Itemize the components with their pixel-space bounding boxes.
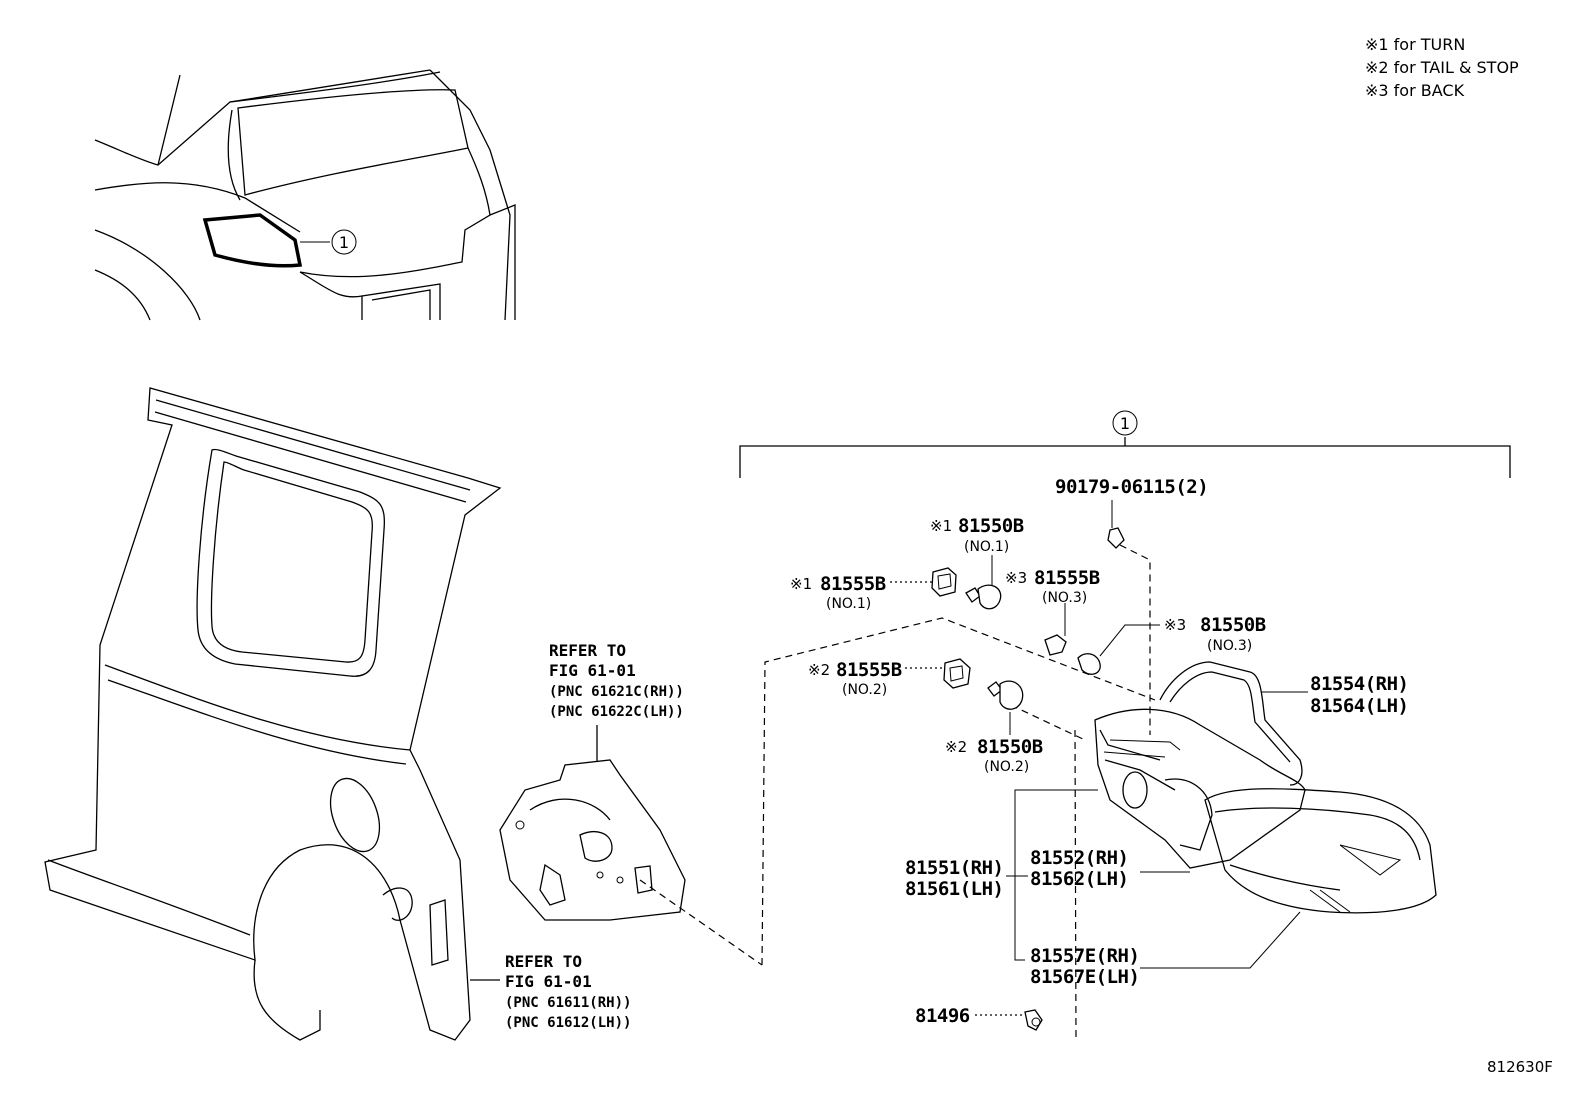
assembly-callout-number: 1 [1120, 414, 1130, 433]
bulb3-mark: ※3 [1164, 616, 1186, 634]
note-turn: ※1 for TURN [1365, 35, 1465, 54]
socket2-mark: ※2 [808, 661, 830, 679]
label-90179-06115: 90179-06115(2) [1055, 476, 1208, 498]
label-81551-rh: 81551(RH) [905, 857, 1003, 879]
bulb2-sub: (NO.2) [984, 759, 1029, 775]
label-81550B-no2: 81550B [977, 736, 1043, 758]
socket-no3-icon [1044, 634, 1067, 656]
bulb1-mark: ※1 [930, 517, 952, 535]
bulb2-mark: ※2 [945, 738, 967, 756]
ref-upper-line2: FIG 61-01 [549, 661, 636, 680]
assembly-bracket: 1 [739, 410, 1511, 478]
ref-upper-line3: (PNC 61621C(RH)) [549, 684, 684, 700]
label-81562-lh: 81562(LH) [1030, 868, 1128, 890]
ref-lower-line4: (PNC 61612(LH)) [505, 1015, 631, 1031]
bulb3-sub: (NO.3) [1207, 638, 1252, 654]
label-81557E-rh: 81557E(RH) [1030, 945, 1139, 967]
note-back: ※3 for BACK [1365, 81, 1465, 100]
label-81555B-no1: 81555B [820, 573, 886, 595]
callout-number: 1 [339, 233, 349, 252]
ref-lower-line2: FIG 61-01 [505, 972, 592, 991]
bulb-no1-icon [965, 584, 1002, 610]
label-81550B-no1: 81550B [958, 515, 1024, 537]
label-81550B-no3: 81550B [1200, 614, 1266, 636]
label-81552-rh: 81552(RH) [1030, 847, 1128, 869]
tail-lamp-location-outline [202, 213, 303, 268]
label-81567E-lh: 81567E(LH) [1030, 966, 1139, 988]
note-tail-stop: ※2 for TAIL & STOP [1365, 58, 1519, 77]
label-81554-rh: 81554(RH) [1310, 673, 1408, 695]
bulb-no3-icon [1077, 653, 1101, 675]
socket-no1-icon [931, 567, 957, 597]
tail-lamp-assembly-illustration [1094, 661, 1437, 914]
label-81555B-no3: 81555B [1034, 567, 1100, 589]
label-81561-lh: 81561(LH) [905, 878, 1003, 900]
socket1-sub: (NO.1) [826, 596, 871, 612]
callout-circle-icon [331, 229, 357, 255]
label-81496: 81496 [915, 1005, 970, 1027]
quarter-panel-illustration [44, 387, 502, 1041]
socket2-sub: (NO.2) [842, 682, 887, 698]
socket3-mark: ※3 [1005, 569, 1027, 587]
figure-number: 812630F [1487, 1058, 1553, 1076]
vehicle-overview-illustration: 1 [94, 69, 516, 321]
socket3-sub: (NO.3) [1042, 590, 1087, 606]
socket-no2-icon [943, 658, 971, 689]
ref-lower-line1: REFER TO [505, 952, 582, 971]
ref-lower-line3: (PNC 61611(RH)) [505, 995, 631, 1011]
ref-upper-line4: (PNC 61622C(LH)) [549, 704, 684, 720]
ref-upper-line1: REFER TO [549, 641, 626, 660]
clip-81496-icon [1024, 1009, 1043, 1031]
bulb-no2-icon [987, 680, 1024, 710]
inner-panel-illustration [499, 725, 763, 966]
bulb1-sub: (NO.1) [964, 539, 1009, 555]
socket1-mark: ※1 [790, 575, 812, 593]
label-81564-lh: 81564(LH) [1310, 695, 1408, 717]
screw-90179-icon [1107, 500, 1125, 549]
assembly-callout-icon [1112, 410, 1138, 436]
label-81555B-no2: 81555B [836, 659, 902, 681]
